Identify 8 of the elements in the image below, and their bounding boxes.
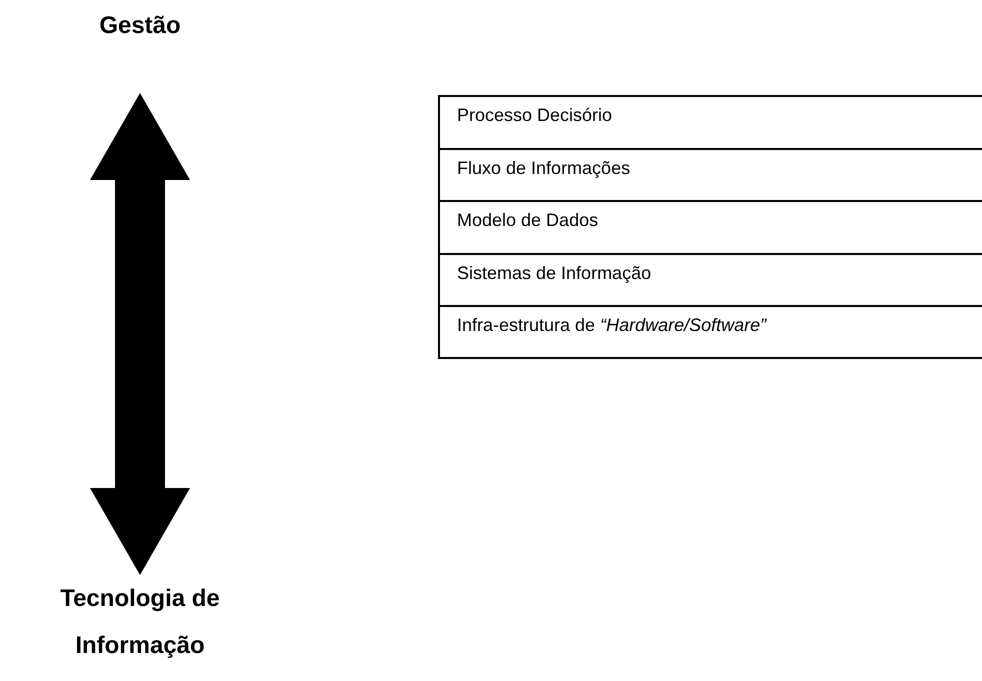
table-row: Processo Decisório: [438, 95, 982, 148]
double-arrow: [90, 93, 190, 575]
heading-text: Gestão: [60, 2, 220, 93]
table-row: Fluxo de Informações: [438, 148, 982, 200]
table-row: Infra-estrutura de “Hardware/Software”: [438, 305, 982, 359]
heading-text: Tecnologia de Informação: [40, 575, 240, 671]
table-row: Modelo de Dados: [438, 200, 982, 253]
table-row: Sistemas de Informação: [438, 253, 982, 305]
